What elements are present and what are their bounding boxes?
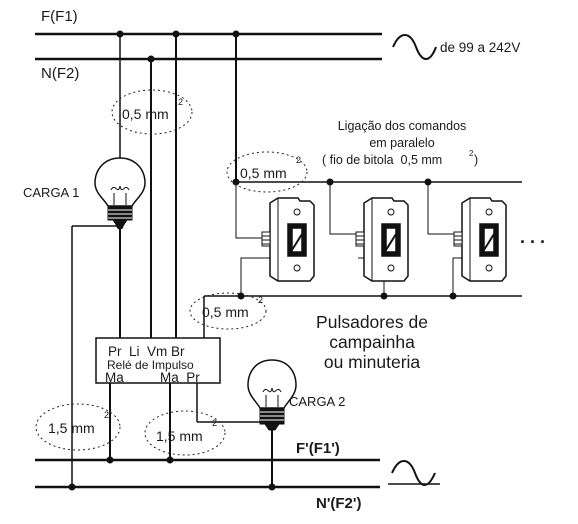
- gauge-label-2: 0,5 mm: [240, 165, 287, 181]
- gauge-label-4: 1,5 mm: [48, 420, 95, 436]
- ac-symbol-top: [392, 34, 437, 60]
- note-parallel-line3-exp: 2: [469, 149, 474, 158]
- lamp-carga1-icon: [94, 157, 146, 227]
- note-pushbuttons-line3: ou minuteria: [324, 352, 421, 372]
- note-pushbuttons-line1: Pulsadores de: [316, 312, 428, 332]
- label-n2-prime: N'(F2'): [316, 495, 361, 512]
- gauge-exp-1: 2: [178, 97, 183, 107]
- note-pushbuttons-line2: campainha: [329, 332, 415, 352]
- gauge-label-1: 0,5 mm: [122, 106, 169, 122]
- label-carga2: CARGA 2: [289, 394, 345, 409]
- more-switches-ellipsis: . . .: [520, 227, 545, 247]
- label-f1: F(F1): [41, 8, 78, 25]
- relay-name: Relé de Impulso: [107, 358, 194, 372]
- pushbutton-switch-3-icon: [453, 197, 507, 282]
- label-f1-prime: F'(F1'): [296, 440, 340, 457]
- ac-symbol-bottom: [391, 460, 436, 486]
- relay-bottom-left: Ma: [105, 370, 124, 385]
- label-voltage: de 99 a 242V: [440, 40, 520, 55]
- relay-bottom-right: Ma Pr: [160, 370, 200, 385]
- gauge-oval-2: [226, 151, 308, 193]
- gauge-label-5: 1,5 mm: [156, 428, 203, 444]
- lamp-carga2-icon: [247, 359, 297, 431]
- switch-branches: [235, 182, 462, 296]
- gauge-label-3: 0,5 mm: [202, 304, 249, 320]
- impulse-relay-box: [95, 337, 221, 384]
- gauge-oval-5: [144, 410, 226, 456]
- note-parallel-line2: em paralelo: [369, 136, 434, 150]
- relay-top-labels: Pr Li Vm Br: [108, 344, 185, 359]
- pushbutton-switch-1-icon: [261, 197, 315, 282]
- note-parallel-line1: Ligação dos comandos: [338, 119, 467, 133]
- gauge-oval-1: [111, 89, 193, 135]
- note-parallel-line3-close: ): [474, 153, 478, 167]
- gauge-exp-2: 2: [296, 155, 301, 165]
- label-n2: N(F2): [41, 65, 79, 82]
- gauge-exp-5: 2: [212, 418, 217, 428]
- gauge-oval-4: [35, 403, 121, 451]
- gauge-exp-3: 2: [258, 295, 263, 305]
- note-parallel-line3: ( fio de bitola 0,5 mm: [322, 153, 442, 167]
- gauge-oval-3: [189, 292, 267, 330]
- junction-dots: [68, 30, 457, 491]
- label-carga1: CARGA 1: [23, 185, 79, 200]
- gauge-exp-4: 2: [104, 410, 109, 420]
- pushbutton-switch-2-icon: [355, 197, 409, 282]
